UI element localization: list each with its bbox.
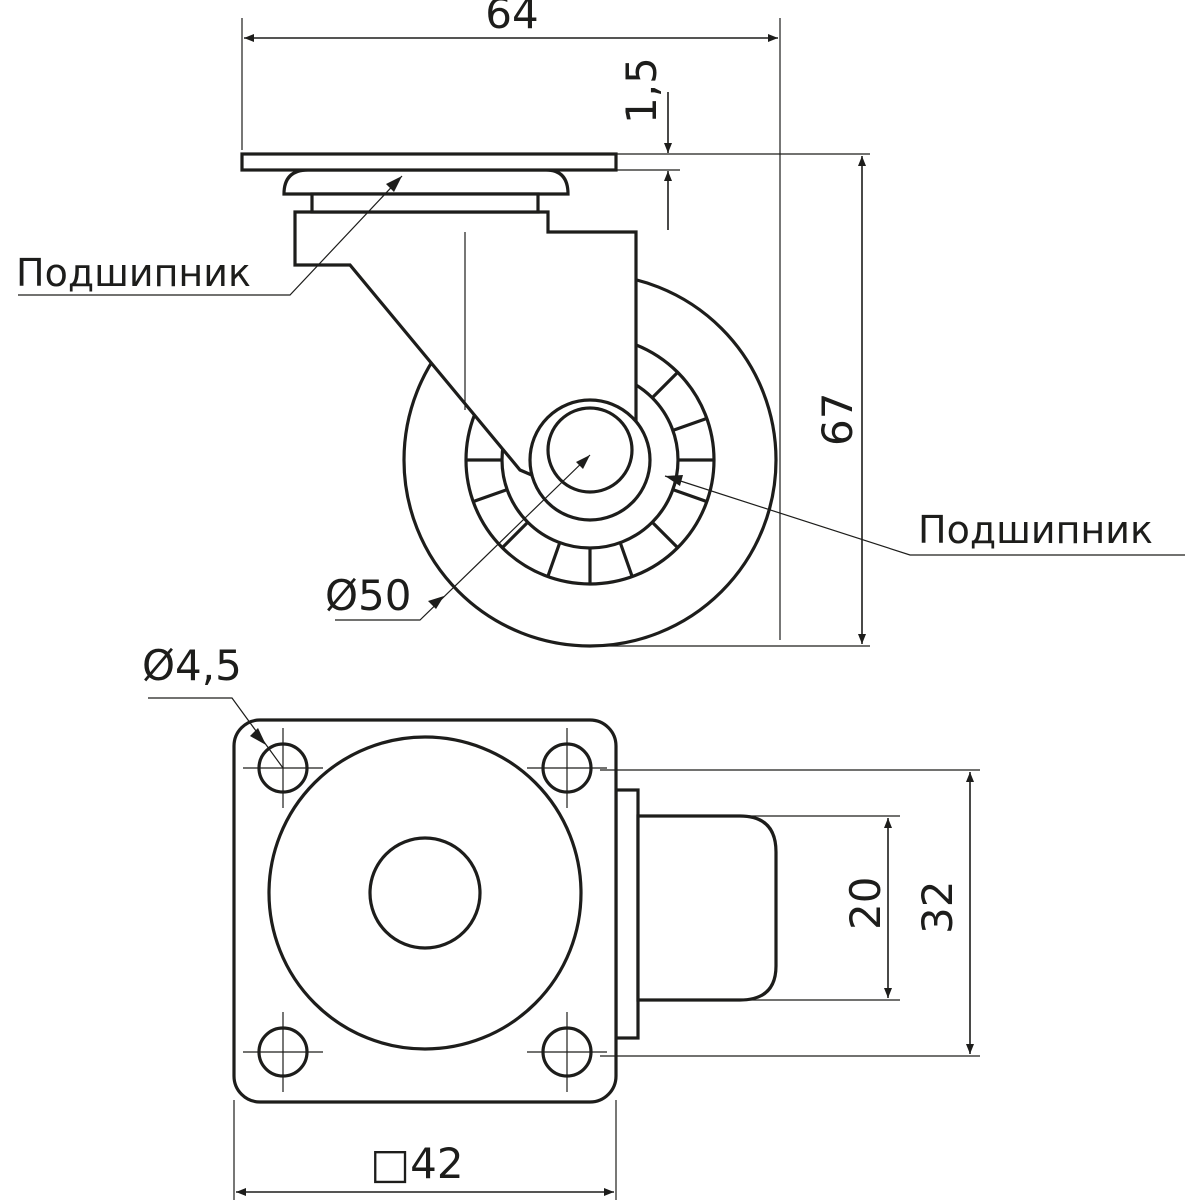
stem-flange xyxy=(614,788,640,1040)
outer-width-label: 32 xyxy=(913,881,962,934)
wheel-diameter-label: Ø50 xyxy=(325,571,412,620)
hole-diameter-label: Ø4,5 xyxy=(142,641,242,690)
wheel-diameter-leader xyxy=(335,454,591,621)
swivel-disc xyxy=(267,735,583,1051)
plate-size-label: □42 xyxy=(370,1139,463,1188)
hole-diameter-leader xyxy=(148,697,284,769)
bearing-hub-label: Подшипник xyxy=(918,508,1153,552)
mounting-plate xyxy=(240,152,618,172)
bearing-hub-leader xyxy=(664,475,1185,556)
swivel-collar xyxy=(310,192,540,214)
bearing-top-label: Подшипник xyxy=(16,251,251,295)
bearing-top-leader xyxy=(18,175,403,296)
inner-width-label: 20 xyxy=(841,877,890,930)
top-plate xyxy=(232,718,618,1104)
plate-thickness-label: 1,5 xyxy=(617,57,666,124)
side-view: Подшипник Подшипник Ø50 64 1,5 67 xyxy=(16,0,1185,648)
mounting-holes xyxy=(243,728,607,1092)
wheel-spokes xyxy=(466,370,714,584)
top-view: Ø4,5 □42 20 32 xyxy=(142,641,980,1200)
swivel-bearing xyxy=(282,168,570,196)
stem-body xyxy=(636,814,778,1002)
height-label: 67 xyxy=(813,393,862,446)
axle xyxy=(546,406,634,494)
width-label: 64 xyxy=(485,0,538,38)
center-hole xyxy=(368,836,482,950)
